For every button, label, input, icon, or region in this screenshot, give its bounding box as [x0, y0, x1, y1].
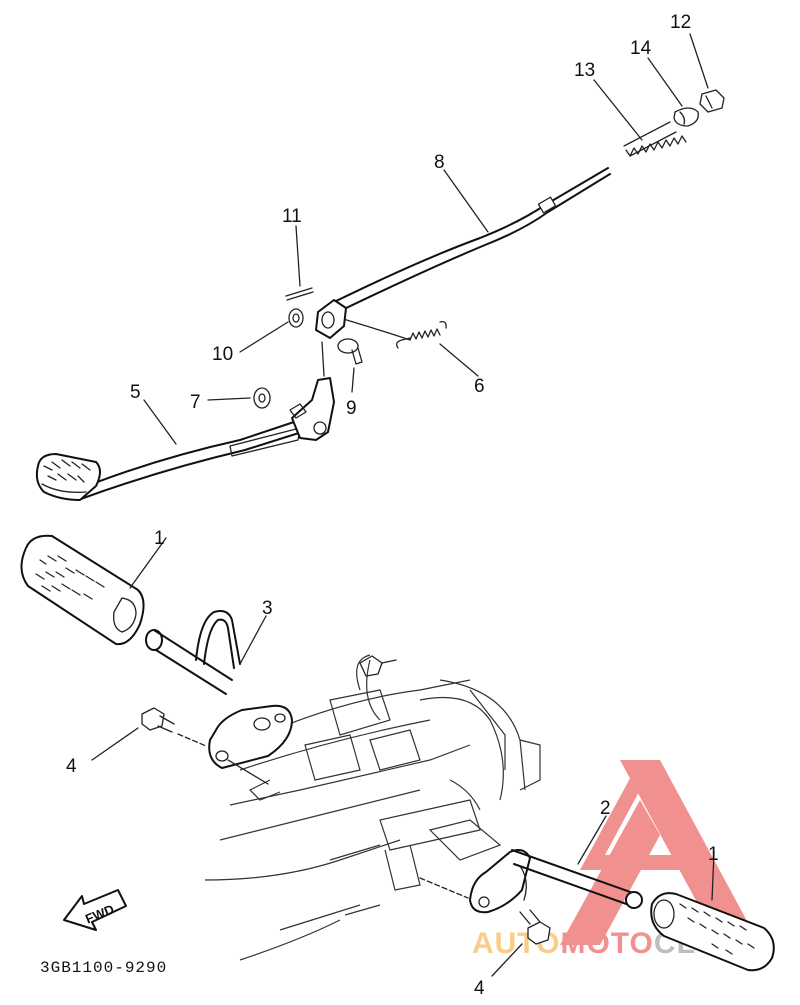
part-3-footrest-bracket	[145, 610, 293, 785]
callout-3: 3	[262, 598, 273, 619]
part-12-adjusting-nut	[699, 89, 725, 113]
part-6-return-spring	[339, 317, 447, 349]
part-5-brake-pedal	[35, 377, 335, 501]
callout-11: 11	[282, 206, 302, 227]
part-4-bolt-right	[519, 909, 551, 945]
callout-14: 14	[630, 38, 652, 59]
fwd-direction-arrow: FWD	[63, 889, 127, 931]
part-7-washer	[253, 387, 271, 409]
part-1-footrest-right	[650, 892, 775, 972]
callout-10: 10	[212, 344, 233, 365]
part-13-spring	[623, 121, 687, 157]
part-11-cotter-pin	[285, 287, 314, 301]
callout-labels: 1 1 2 3 4 4 5 6 7 8 9 10 11 12 13 14	[66, 12, 719, 999]
callout-2: 2	[600, 798, 611, 819]
part-14-nut	[673, 107, 699, 127]
watermark-text-moto: MOTO	[560, 927, 653, 960]
callout-7: 7	[190, 392, 201, 413]
callout-5: 5	[130, 382, 141, 403]
part-1-footrest-left	[20, 534, 145, 646]
callout-4-right: 4	[474, 978, 485, 999]
part-4-bolt-left	[141, 707, 207, 747]
callout-9: 9	[346, 398, 357, 419]
diagram-part-code: 3GB1100-9290	[40, 959, 167, 977]
callout-8: 8	[434, 152, 445, 173]
callout-1-lower: 1	[708, 844, 719, 865]
callout-6: 6	[474, 376, 485, 397]
engine-frame-outline	[204, 654, 541, 961]
callout-1-upper: 1	[154, 528, 165, 549]
part-8-brake-rod	[331, 167, 611, 313]
callout-13: 13	[574, 60, 595, 81]
callout-4-left: 4	[66, 756, 77, 777]
leader-lines	[91, 33, 715, 977]
part-9-pin	[337, 338, 363, 365]
part-10-washer	[288, 308, 304, 328]
callout-12: 12	[670, 12, 691, 33]
part-2-footrest-bracket-right	[419, 849, 643, 914]
rod-joint-clevis	[315, 299, 347, 339]
